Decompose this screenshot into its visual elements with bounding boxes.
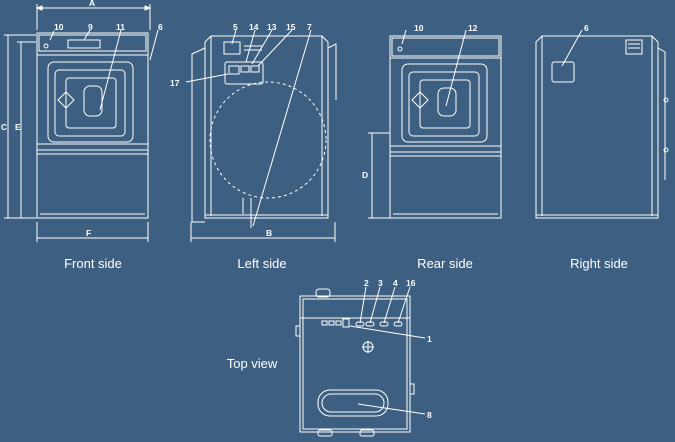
front-side-caption: Front side [64, 256, 122, 271]
dimension-d-label: D [362, 170, 368, 180]
callout-10-front: 10 [54, 22, 64, 32]
callout-labels: 10 9 11 6 5 14 13 15 7 17 10 12 6 2 3 4 … [54, 22, 589, 420]
dimension-labels: A C E F B D [1, 0, 368, 238]
callout-5: 5 [233, 22, 238, 32]
dimension-a-label: A [89, 0, 95, 8]
callout-13: 13 [267, 22, 277, 32]
dimension-c-label: C [1, 122, 7, 132]
callout-14: 14 [249, 22, 259, 32]
rear-view [368, 29, 502, 219]
callout-8: 8 [427, 410, 432, 420]
left-view [185, 29, 337, 242]
callout-4: 4 [393, 278, 398, 288]
callout-6-front: 6 [158, 22, 163, 32]
dimension-e-label: E [15, 122, 21, 132]
callout-15: 15 [286, 22, 296, 32]
top-view-caption: Top view [226, 356, 278, 371]
callout-12: 12 [468, 23, 478, 33]
callout-7: 7 [307, 22, 312, 32]
callout-2: 2 [364, 278, 369, 288]
callout-17: 17 [170, 78, 180, 88]
callout-11: 11 [116, 22, 125, 32]
callout-9: 9 [88, 22, 93, 32]
right-view [535, 29, 669, 219]
top-view [295, 286, 426, 437]
right-side-caption: Right side [570, 256, 628, 271]
callout-16: 16 [406, 278, 416, 288]
dimension-f-label: F [86, 228, 91, 238]
rear-side-caption: Rear side [417, 256, 473, 271]
left-side-caption: Left side [237, 256, 287, 271]
callout-6-right: 6 [584, 23, 589, 33]
callout-10-rear: 10 [414, 23, 424, 33]
dimension-b-label: B [266, 228, 272, 238]
callout-1: 1 [427, 334, 432, 344]
front-view [4, 4, 159, 242]
callout-3: 3 [378, 278, 383, 288]
